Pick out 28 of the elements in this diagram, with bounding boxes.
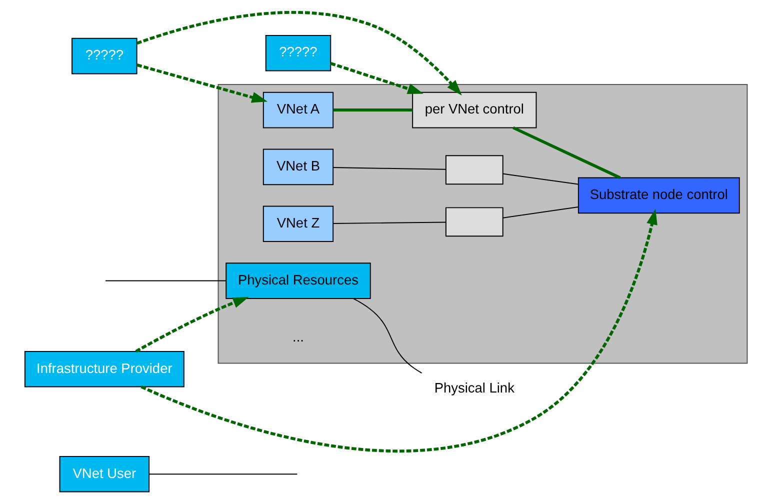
node-box: VNet A — [262, 92, 334, 128]
arrow — [135, 297, 249, 353]
connector — [352, 298, 422, 374]
node-box: Substrate node control — [578, 177, 740, 214]
connector — [502, 206, 579, 218]
node-box — [445, 155, 504, 185]
node-box: VNet B — [262, 148, 334, 186]
node-box: VNet Z — [262, 206, 334, 242]
node-box: ????? — [72, 38, 138, 74]
label: ... — [292, 329, 304, 344]
node-box — [445, 207, 504, 237]
node-text: Physical Link — [434, 380, 514, 396]
connector — [332, 167, 446, 170]
connector — [333, 108, 412, 112]
connector — [105, 280, 226, 282]
connector — [332, 222, 446, 224]
arrow — [140, 208, 658, 452]
arrow — [136, 11, 462, 96]
node-box: Physical Resources — [226, 262, 371, 299]
connector — [148, 474, 298, 475]
node-box: Infrastructure Provider — [24, 350, 184, 388]
connector — [512, 126, 621, 180]
node-box: per VNet control — [412, 92, 537, 128]
arrow — [136, 64, 268, 103]
connector — [502, 173, 579, 185]
node-box: VNet User — [59, 456, 150, 492]
arrow — [330, 62, 424, 94]
node-box: ????? — [265, 34, 332, 72]
